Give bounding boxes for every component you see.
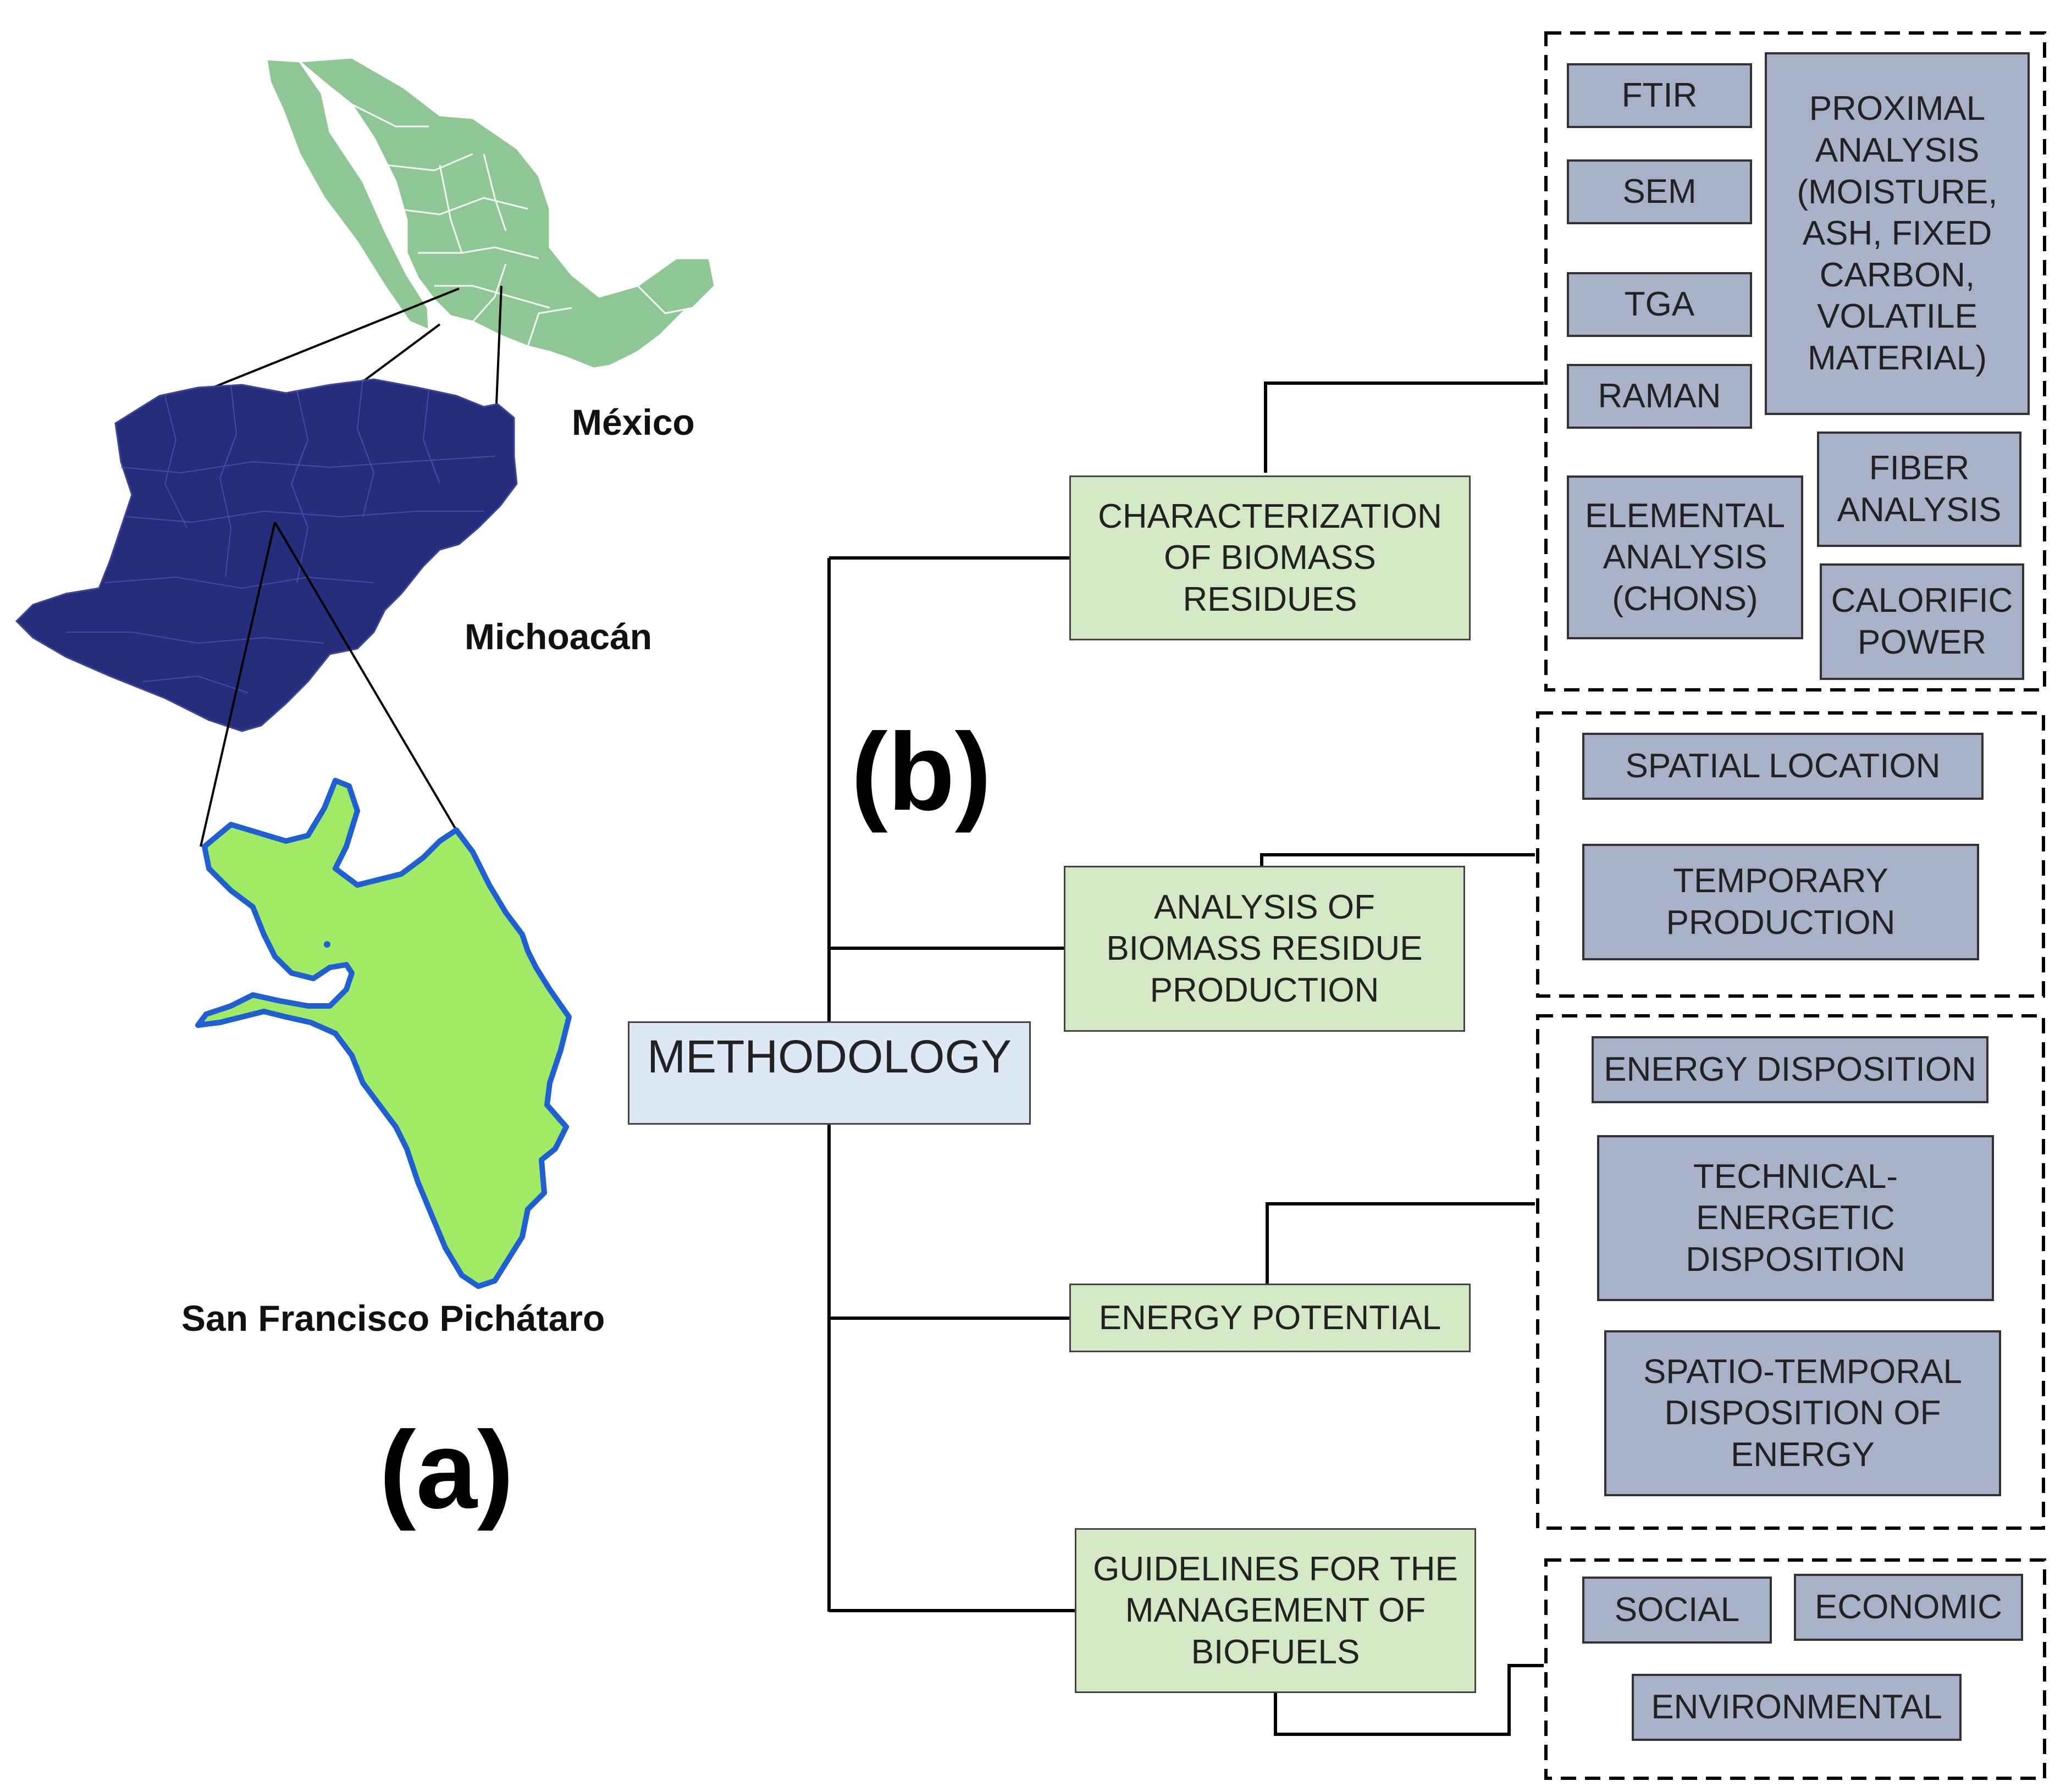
panel-label-b: (b) [851, 711, 992, 833]
item-fiber-analysis: FIBER ANALYSIS [1817, 432, 2021, 547]
methodology-root: METHODOLOGY [628, 1021, 1031, 1125]
branch-production-analysis: ANALYSIS OF BIOMASS RESIDUE PRODUCTION [1064, 866, 1465, 1032]
item-tga: TGA [1567, 272, 1752, 337]
item-elemental-analysis: ELEMENTAL ANALYSIS (CHONS) [1567, 475, 1803, 639]
community-label: San Francisco Pichátaro [181, 1298, 605, 1339]
pichataro-map [195, 778, 572, 1289]
panel-label-a: (a) [379, 1409, 514, 1531]
item-spatial-location: SPATIAL LOCATION [1582, 733, 1984, 800]
item-ftir: FTIR [1567, 63, 1752, 128]
item-social: SOCIAL [1582, 1577, 1772, 1644]
branch-characterization: CHARACTERIZATION OF BIOMASS RESIDUES [1069, 475, 1471, 640]
item-temporary-production: TEMPORARY PRODUCTION [1582, 844, 1979, 960]
state-label: Michoacán [465, 616, 653, 657]
item-sem: SEM [1567, 159, 1752, 224]
item-proximal-analysis: PROXIMAL ANALYSIS (MOISTURE, ASH, FIXED … [1765, 52, 2030, 415]
country-label: México [572, 402, 695, 443]
michoacan-zoom-lines [200, 521, 457, 847]
mexico-map [266, 57, 716, 369]
item-technical-energetic-disposition: TECHNICAL- ENERGETIC DISPOSITION [1597, 1135, 1994, 1301]
item-energy-disposition: ENERGY DISPOSITION [1592, 1036, 1988, 1103]
branch-energy-potential: ENERGY POTENTIAL [1069, 1284, 1471, 1352]
item-economic: ECONOMIC [1794, 1574, 2023, 1641]
branch-guidelines: GUIDELINES FOR THE MANAGEMENT OF BIOFUEL… [1075, 1528, 1476, 1693]
item-calorific-power: CALORIFIC POWER [1820, 563, 2024, 680]
item-raman: RAMAN [1567, 364, 1752, 429]
item-spatio-temporal-disposition: SPATIO-TEMPORAL DISPOSITION OF ENERGY [1604, 1330, 2001, 1496]
item-environmental: ENVIRONMENTAL [1632, 1674, 1962, 1741]
dashed-groups [1536, 31, 2046, 1780]
